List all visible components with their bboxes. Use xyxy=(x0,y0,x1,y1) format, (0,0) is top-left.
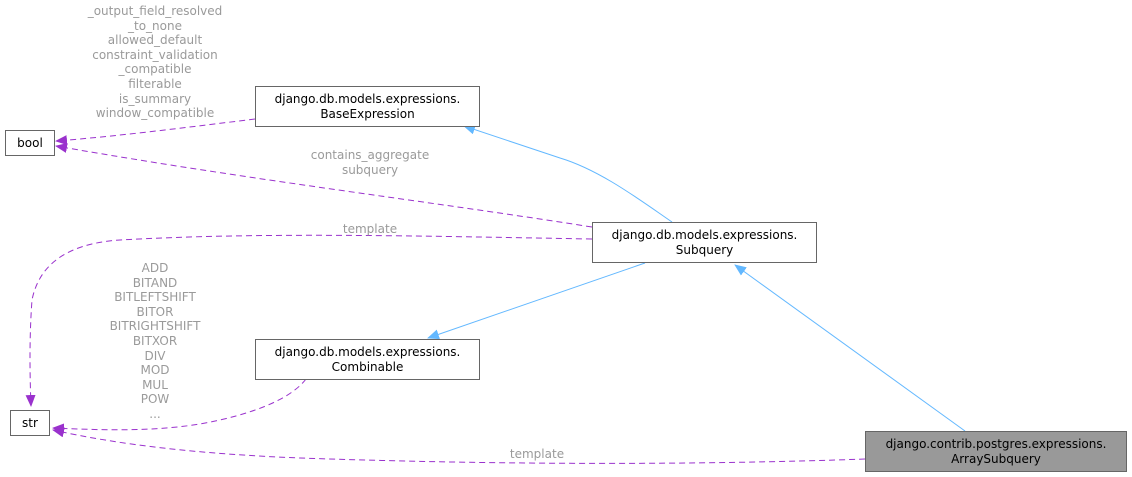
edge-label-line: MOD xyxy=(140,363,170,378)
edge-label-line: DIV xyxy=(144,348,166,363)
node-array-subquery-line2: ArraySubquery xyxy=(951,451,1041,466)
edge-subquery-uses-combinable xyxy=(427,262,646,340)
edge-subquery-inherits-baseexpression xyxy=(463,124,673,223)
edge-label-arraysubquery-to-str: template xyxy=(487,447,587,462)
node-base-expression-line1: django.db.models.expressions. xyxy=(274,91,461,106)
edge-combinable-to-str xyxy=(52,378,307,434)
edge-subquery-to-str xyxy=(25,234,593,407)
edge-label-line: POW xyxy=(140,392,170,407)
edge-label-line: ... xyxy=(149,406,161,421)
edge-label-combinable-to-str: ADD BITAND BITLEFTSHIFT BITOR BITRIGHTSH… xyxy=(95,261,215,422)
node-subquery-line1: django.db.models.expressions. xyxy=(611,227,798,242)
edge-label-line: is_summary xyxy=(118,91,192,106)
edge-label-line: BITXOR xyxy=(132,333,178,348)
node-combinable-line1: django.db.models.expressions. xyxy=(274,344,461,359)
node-str-label: str xyxy=(22,415,38,430)
node-subquery[interactable]: django.db.models.expressions. Subquery xyxy=(592,222,817,263)
edge-label-line: subquery xyxy=(341,162,399,177)
edge-arraysubquery-to-str xyxy=(52,427,866,464)
node-bool-label: bool xyxy=(17,135,43,150)
node-base-expression-line2: BaseExpression xyxy=(320,106,415,121)
edge-label-line: contains_aggregate xyxy=(310,148,430,162)
edge-label-line: ADD xyxy=(141,261,169,275)
edge-label-line: filterable xyxy=(128,76,182,91)
edge-label-line: window_compatible xyxy=(95,106,215,121)
edge-label-line: template xyxy=(342,222,398,236)
node-array-subquery-line1: django.contrib.postgres.expressions. xyxy=(885,436,1107,451)
edge-baseexpression-to-bool xyxy=(55,118,256,146)
node-combinable-line2: Combinable xyxy=(331,359,404,374)
edge-label-line: BITLEFTSHIFT xyxy=(114,290,196,305)
edge-label-subquery-to-str: template xyxy=(320,222,420,237)
edge-label-line: MUL xyxy=(142,377,168,392)
node-combinable[interactable]: django.db.models.expressions. Combinable xyxy=(255,339,480,380)
node-bool[interactable]: bool xyxy=(5,130,55,156)
edge-label-base-to-bool: _output_field_resolved _to_none allowed_… xyxy=(70,4,240,121)
edge-subquery-to-bool xyxy=(55,142,593,228)
edge-label-line: constraint_validation xyxy=(92,47,218,62)
edge-label-line: BITAND xyxy=(132,275,178,290)
edge-label-subquery-to-bool: contains_aggregate subquery xyxy=(290,148,450,177)
edge-label-line: _output_field_resolved xyxy=(87,4,223,18)
edge-label-line: template xyxy=(509,447,565,461)
edge-label-line: BITOR xyxy=(136,304,174,319)
edge-label-line: _to_none xyxy=(128,18,182,33)
node-str[interactable]: str xyxy=(10,410,50,436)
node-base-expression[interactable]: django.db.models.expressions. BaseExpres… xyxy=(255,86,480,127)
edge-label-line: _compatible xyxy=(118,62,192,77)
node-subquery-line2: Subquery xyxy=(675,242,734,257)
edge-arraysubquery-inherits-subquery xyxy=(734,264,966,432)
edge-label-line: BITRIGHTSHIFT xyxy=(109,319,201,334)
edge-label-line: allowed_default xyxy=(107,33,203,48)
node-array-subquery[interactable]: django.contrib.postgres.expressions. Arr… xyxy=(865,431,1127,472)
